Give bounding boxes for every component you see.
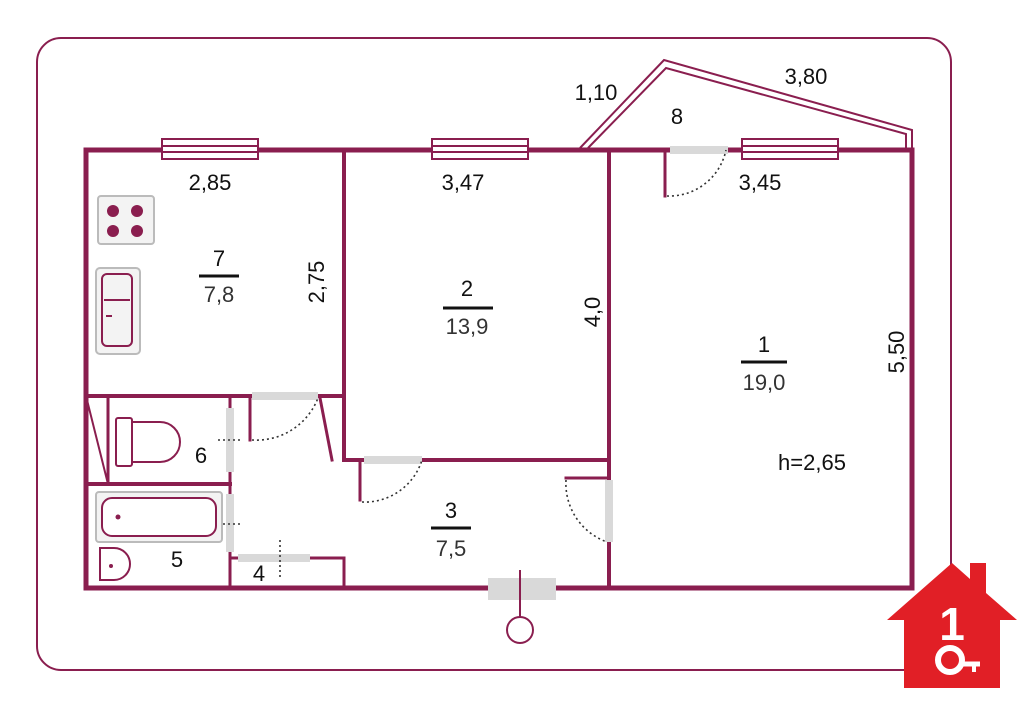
room2-length-dim: 4,0 bbox=[580, 297, 605, 328]
door-swings bbox=[218, 149, 727, 578]
washbasin-icon bbox=[99, 547, 131, 581]
room2-width-dim: 3,47 bbox=[442, 170, 485, 195]
logo-digit: 1 bbox=[939, 598, 965, 650]
room-4-label: 4 bbox=[253, 561, 265, 586]
room-5-label: 5 bbox=[171, 547, 183, 572]
room-7-label: 7 7,8 bbox=[199, 246, 239, 307]
svg-text:19,0: 19,0 bbox=[743, 370, 786, 395]
kitchen-length-dim: 2,75 bbox=[304, 261, 329, 304]
sink-icon bbox=[95, 267, 141, 355]
bathtub-icon bbox=[95, 491, 223, 543]
svg-text:13,9: 13,9 bbox=[446, 314, 489, 339]
room-2-label: 2 13,9 bbox=[443, 276, 493, 339]
balcony bbox=[579, 58, 913, 149]
room-3-label: 3 7,5 bbox=[431, 498, 471, 561]
entrance-marker bbox=[506, 570, 534, 644]
room1-length-dim: 5,50 bbox=[884, 331, 909, 374]
svg-text:7: 7 bbox=[213, 246, 225, 271]
stove-icon bbox=[97, 195, 155, 245]
ceiling-height: h=2,65 bbox=[778, 450, 846, 475]
door-openings bbox=[226, 146, 728, 600]
room-1-label: 1 19,0 bbox=[741, 332, 787, 395]
svg-text:3: 3 bbox=[445, 498, 457, 523]
house-key-logo: 1 bbox=[887, 563, 1017, 688]
svg-text:2: 2 bbox=[461, 276, 473, 301]
balcony-short-dim: 1,10 bbox=[575, 80, 618, 105]
balcony-long-dim: 3,80 bbox=[785, 64, 828, 89]
toilet-icon bbox=[115, 417, 181, 467]
svg-text:1: 1 bbox=[758, 332, 770, 357]
svg-text:7,5: 7,5 bbox=[436, 536, 467, 561]
plan-frame bbox=[36, 37, 952, 671]
room-6-label: 6 bbox=[195, 443, 207, 468]
svg-text:7,8: 7,8 bbox=[204, 282, 235, 307]
windows bbox=[161, 138, 839, 160]
room-8-label: 8 bbox=[671, 104, 683, 129]
kitchen-width-dim: 2,85 bbox=[189, 170, 232, 195]
room1-width-dim: 3,45 bbox=[739, 170, 782, 195]
